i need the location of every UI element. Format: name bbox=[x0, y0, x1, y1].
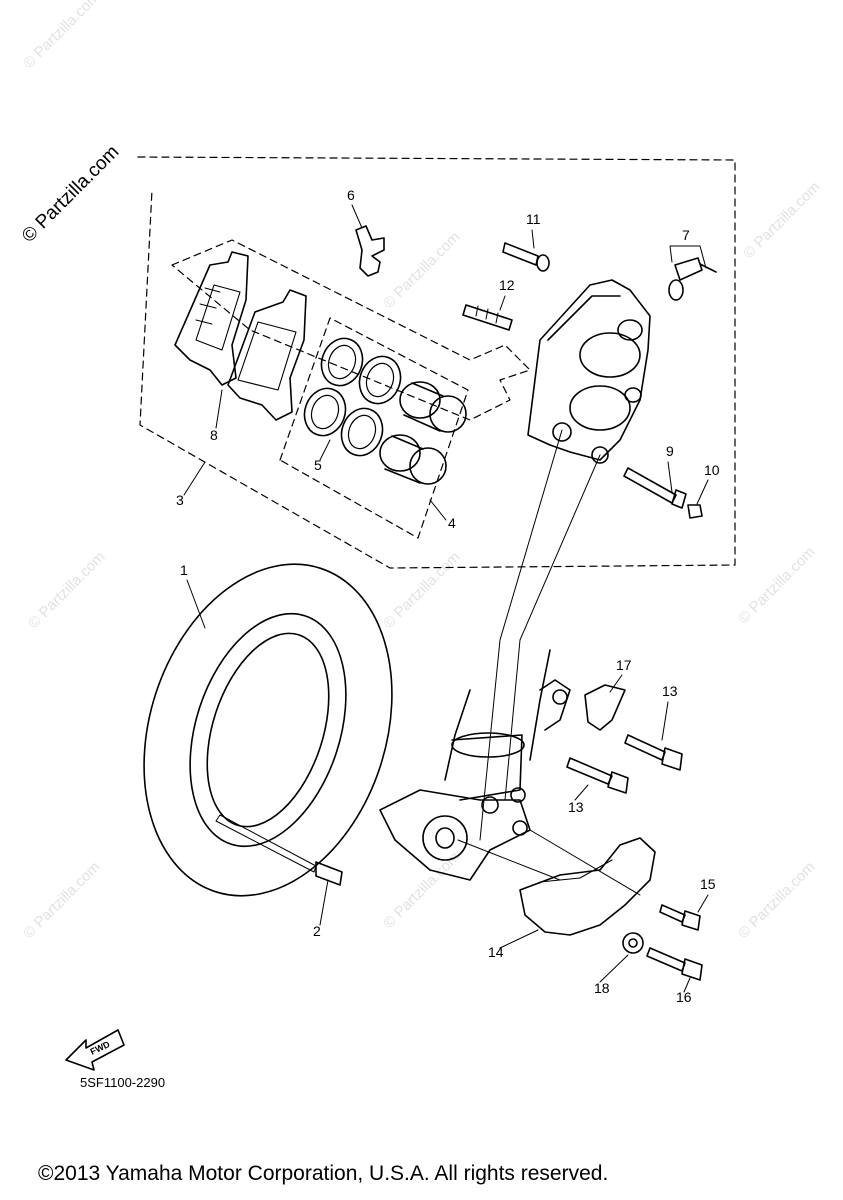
callout-16: 16 bbox=[676, 989, 692, 1005]
bolt-icon bbox=[659, 904, 701, 931]
piston-seal-icon bbox=[340, 407, 384, 457]
bolt-icon bbox=[646, 947, 703, 981]
piston-kit-outline bbox=[279, 317, 469, 539]
disc-bolt-icon bbox=[215, 814, 343, 886]
caliper-bolt-icon bbox=[623, 467, 687, 509]
callout-7: 7 bbox=[682, 227, 690, 243]
fwd-arrow-icon bbox=[65, 1029, 125, 1071]
callout-14: 14 bbox=[488, 944, 504, 960]
callout-5: 5 bbox=[314, 457, 322, 473]
callout-8: 8 bbox=[210, 427, 218, 443]
piston-icon bbox=[399, 381, 467, 433]
piston-seal-icon bbox=[358, 355, 402, 405]
piston-icon bbox=[379, 434, 447, 485]
caliper-body-icon bbox=[527, 279, 651, 464]
bleed-screw-icon bbox=[668, 257, 717, 301]
washer-icon bbox=[622, 932, 644, 954]
pad-kit-outline bbox=[171, 239, 531, 421]
guard-pad-icon bbox=[584, 684, 626, 731]
callout-9: 9 bbox=[666, 443, 674, 459]
brake-guard-icon bbox=[519, 837, 656, 936]
brake-pad-icon bbox=[227, 289, 307, 421]
callout-2: 2 bbox=[313, 923, 321, 939]
callout-6: 6 bbox=[347, 187, 355, 203]
callout-4: 4 bbox=[448, 515, 456, 531]
brake-pad-icon bbox=[174, 251, 249, 386]
callout-1: 1 bbox=[180, 562, 188, 578]
callout-11: 11 bbox=[526, 211, 541, 227]
bolt-cap-icon bbox=[687, 504, 703, 519]
bolt-icon bbox=[624, 734, 683, 771]
callout-10: 10 bbox=[704, 462, 720, 478]
caliper-pin-icon bbox=[502, 242, 550, 272]
callout-12: 12 bbox=[499, 277, 515, 293]
fork-leg-icon bbox=[379, 649, 571, 881]
pad-spring-icon bbox=[355, 225, 385, 277]
caliper-group-outline bbox=[137, 156, 736, 569]
diagram-code: 5SF1100-2290 bbox=[80, 1075, 166, 1090]
callout-13: 13 bbox=[568, 799, 584, 815]
callout-17: 17 bbox=[616, 657, 632, 673]
bolt-icon bbox=[566, 757, 629, 794]
callout-15: 15 bbox=[700, 876, 716, 892]
piston-seal-icon bbox=[320, 337, 364, 387]
callout-13: 13 bbox=[662, 683, 678, 699]
callout-18: 18 bbox=[594, 980, 610, 996]
caliper-pin-icon bbox=[462, 304, 513, 331]
brake-disc-icon bbox=[143, 563, 393, 897]
piston-seal-icon bbox=[303, 387, 347, 437]
copyright-footer: ©2013 Yamaha Motor Corporation, U.S.A. A… bbox=[38, 1162, 609, 1185]
callout-3: 3 bbox=[176, 492, 184, 508]
